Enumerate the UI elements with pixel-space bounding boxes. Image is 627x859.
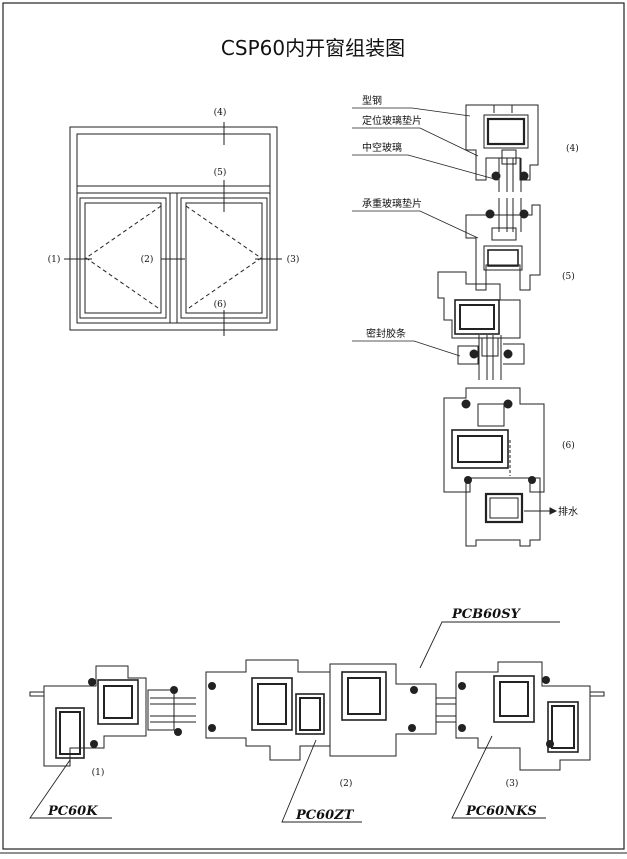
window-elevation bbox=[64, 122, 282, 336]
elevation-label-2: (2) bbox=[141, 254, 154, 265]
callout-drain: 排水 bbox=[558, 505, 578, 518]
horizontal-section bbox=[29, 659, 605, 771]
horizontal-ref-3: (3) bbox=[506, 778, 519, 789]
model-mullion-label: PC60ZT bbox=[295, 808, 355, 823]
section-ref-5: (5) bbox=[562, 271, 575, 282]
callout-insulating-glass: 中空玻璃 bbox=[362, 141, 402, 154]
callout-gasket: 密封胶条 bbox=[366, 327, 406, 340]
model-sash-label: PC60NKS bbox=[465, 804, 537, 819]
elevation-label-5: (5) bbox=[214, 167, 227, 178]
callout-steel: 型钢 bbox=[362, 94, 382, 107]
horizontal-ref-1: (1) bbox=[92, 767, 105, 778]
elevation-label-6: (6) bbox=[214, 299, 227, 310]
vertical-section bbox=[437, 104, 558, 547]
horizontal-ref-2: (2) bbox=[340, 778, 353, 789]
callout-setting-block: 定位玻璃垫片 bbox=[362, 114, 422, 127]
model-leaders bbox=[29, 621, 560, 823]
model-bead-label: PCB60SY bbox=[451, 607, 522, 622]
callout-bearing-block: 承重玻璃垫片 bbox=[362, 197, 422, 210]
section-ref-6: (6) bbox=[562, 440, 575, 451]
drawing-title: CSP60内开窗组装图 bbox=[221, 36, 405, 60]
section-callout-leaders bbox=[352, 107, 499, 357]
section-ref-4: (4) bbox=[566, 143, 579, 154]
elevation-label-4: (4) bbox=[214, 107, 227, 118]
model-frame-label: PC60K bbox=[47, 804, 98, 819]
elevation-label-1: (1) bbox=[48, 254, 61, 265]
elevation-label-3: (3) bbox=[287, 254, 300, 265]
